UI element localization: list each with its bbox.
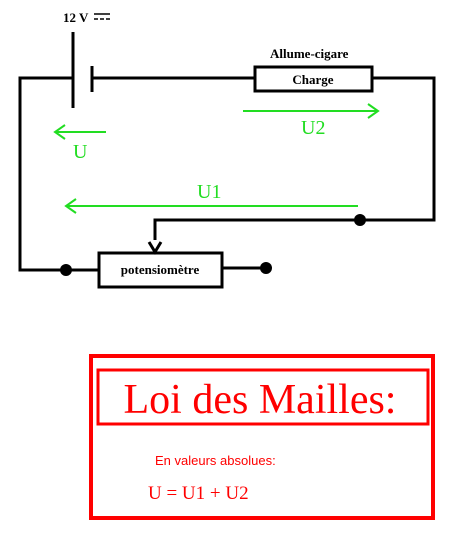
law-title-box — [96, 368, 430, 426]
u2-label: U2 — [301, 117, 325, 139]
right-terminal-dot — [260, 262, 272, 274]
arrow-u2 — [243, 103, 380, 119]
junction-dot — [354, 214, 366, 226]
potentiometer-label: potensiomètre — [121, 262, 200, 277]
battery-label: 12 V — [63, 10, 89, 25]
load-resistor — [253, 65, 374, 93]
u-label: U — [73, 141, 88, 163]
arrow-u1 — [64, 198, 358, 214]
u1-label: U1 — [197, 181, 221, 203]
wires — [18, 32, 436, 272]
wiper-wire — [153, 218, 360, 240]
law-subtitle: En valeurs absolues: — [155, 453, 276, 468]
left-terminal-dot — [60, 264, 72, 276]
arrow-u — [53, 124, 106, 140]
dc-symbol-icon — [94, 13, 110, 20]
left-wire — [18, 76, 98, 272]
wiper-arrowhead-icon — [147, 241, 163, 255]
law-equation: U = U1 + U2 — [148, 483, 249, 504]
right-wire — [360, 76, 436, 222]
potentiometer — [97, 251, 224, 289]
load-label: Charge — [292, 72, 333, 87]
socket-label: Allume-cigare — [270, 46, 349, 61]
law-box: Loi des Mailles: En valeurs absolues: U … — [89, 354, 435, 520]
law-title: Loi des Mailles: — [124, 377, 397, 423]
